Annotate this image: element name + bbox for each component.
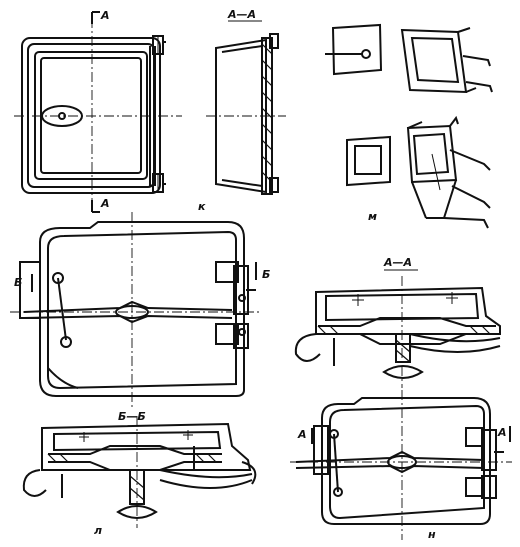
view-k-letter: к	[198, 200, 206, 213]
view-l-section-title: Б—Б	[118, 410, 146, 423]
view-n-section-title: А—А	[383, 256, 412, 269]
view-k-section	[206, 33, 286, 195]
view-l-cut-right: Б	[262, 268, 270, 281]
view-l-cut-left: Б	[14, 276, 22, 289]
view-n-cut-right: А	[497, 426, 507, 439]
view-n-section	[294, 276, 501, 388]
view-l-letter: л	[94, 524, 102, 537]
view-k-cut-bottom: А	[100, 197, 110, 210]
view-l-section	[22, 416, 257, 528]
view-n-letter: н	[428, 528, 436, 541]
view-n-cut-left: А	[297, 428, 307, 441]
view-l-front	[10, 212, 262, 408]
view-n-front	[290, 390, 512, 540]
view-k-front	[14, 11, 182, 213]
view-k-section-title: А—А	[227, 8, 256, 21]
view-m-isometric	[325, 23, 493, 229]
view-k-cut-top: А	[100, 9, 110, 22]
view-m-letter: м	[368, 210, 377, 223]
